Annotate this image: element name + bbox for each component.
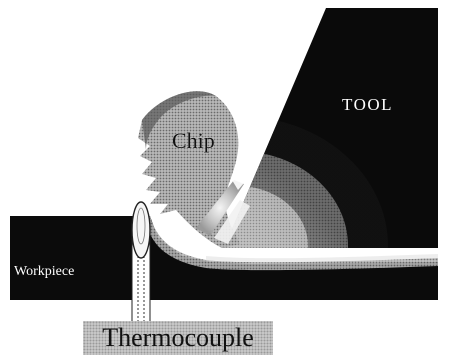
tool-label: TOOL bbox=[342, 96, 393, 113]
chip-label: Chip bbox=[172, 130, 215, 152]
thermocouple-probe bbox=[132, 202, 150, 324]
thermocouple-label: Thermocouple bbox=[83, 321, 273, 355]
workpiece-label: Workpiece bbox=[14, 265, 74, 279]
